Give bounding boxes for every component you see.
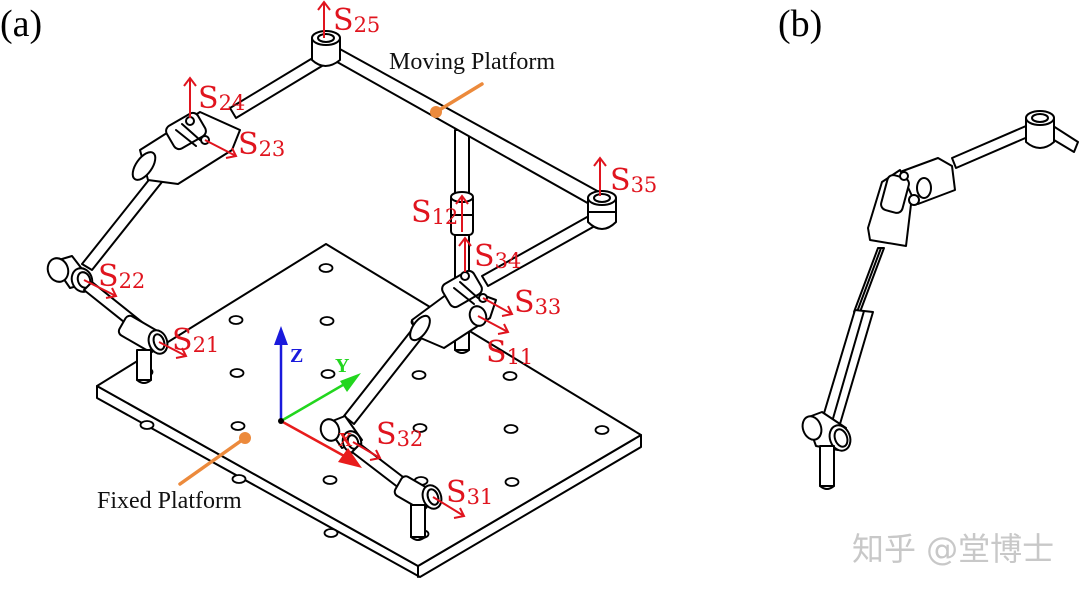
screw-axis-label-s35: S35 (610, 163, 657, 198)
plate-hole (323, 528, 339, 538)
plate-hole (229, 368, 245, 378)
z-axis-label: Z (290, 345, 303, 367)
plate-hole (319, 316, 335, 326)
s25-arrow (317, 0, 331, 38)
panel-b: (b) (778, 3, 1079, 490)
s35-arrow (593, 156, 607, 196)
plate-hole (230, 421, 246, 431)
screw-axis-label-s32: S32 (376, 417, 423, 452)
leg-2 (46, 111, 241, 384)
panel-label-b: (b) (778, 3, 822, 45)
plate-hole (594, 425, 610, 435)
s11-arrow (477, 315, 510, 335)
plate-hole (503, 424, 519, 434)
plate-hole (412, 423, 428, 433)
s34-arrow (458, 236, 472, 272)
origin-point (278, 418, 284, 424)
moving-platform-callout: Moving Platform (389, 49, 555, 118)
x-axis (280, 419, 347, 459)
y-axis-label: Y (335, 355, 350, 377)
fixed-platform-leader (178, 436, 247, 486)
s33-arrow (482, 297, 514, 317)
y-arrowhead (340, 373, 361, 392)
screw-axis-label-s11: S11 (486, 335, 533, 370)
single-leg-detail (801, 110, 1079, 490)
screw-axis-label-s33: S33 (514, 285, 561, 320)
screw-axis-label-s25: S25 (333, 3, 380, 38)
y-axis (280, 380, 349, 423)
screw-axis-label-s22: S22 (98, 259, 145, 294)
s23-arrow (204, 139, 238, 159)
screw-axis-label-s31: S31 (446, 475, 493, 510)
moving-platform-leader (434, 82, 484, 114)
plate-hole (139, 420, 155, 430)
x-axis-label: X (338, 429, 353, 451)
moving-platform-leader-dot (430, 106, 442, 118)
screw-axis-label-s24: S24 (198, 81, 245, 116)
screw-axis-label-s12: S12 (411, 195, 458, 230)
screw-axis-arrows (83, 0, 607, 519)
screw-axis-label-s23: S23 (238, 127, 285, 162)
panel-a: (a) (0, 0, 657, 578)
s12-arrow (455, 194, 469, 232)
plate-hole (322, 475, 338, 485)
s32-arrow (352, 441, 382, 461)
s21-arrow (158, 341, 188, 359)
coordinate-frame: Z Y X (274, 326, 362, 468)
plate-hole (411, 370, 427, 380)
plate-hole (231, 474, 247, 484)
x-arrowhead (338, 448, 362, 468)
moving-platform-label: Moving Platform (389, 49, 555, 75)
plate-hole (504, 477, 520, 487)
s31-arrow (432, 496, 466, 519)
z-arrowhead (274, 326, 288, 345)
fixed-platform-plate (96, 243, 642, 578)
watermark: 知乎 @堂博士 (852, 530, 1054, 568)
screw-axis-label-s34: S34 (474, 239, 521, 274)
s22-arrow (83, 279, 118, 299)
fixed-platform-callout: Fixed Platform (97, 432, 251, 514)
panel-label-a: (a) (0, 3, 42, 45)
plate-hole (320, 369, 336, 379)
plate-hole (228, 315, 244, 325)
fixed-platform-leader-dot (239, 432, 251, 444)
s24-arrow (183, 76, 197, 118)
fixed-platform-label: Fixed Platform (97, 488, 242, 514)
screw-axis-label-s21: S21 (172, 323, 219, 358)
moving-platform (229, 30, 617, 287)
leg-3 (319, 269, 497, 541)
plate-hole (502, 371, 518, 381)
plate-hole (318, 263, 334, 273)
